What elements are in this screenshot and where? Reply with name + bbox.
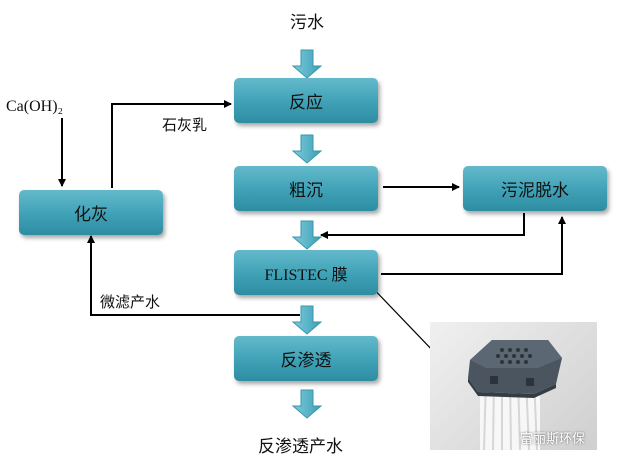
calcium-hydroxide-label: Ca(OH)₂ bbox=[6, 98, 64, 115]
membrane-module-illustration bbox=[468, 340, 562, 450]
ro-product-water-label: 反渗透产水 bbox=[258, 437, 343, 457]
membrane-box: FLISTEC 膜 bbox=[234, 250, 378, 295]
sludge-dewatering-box: 污泥脱水 bbox=[463, 166, 607, 211]
arrow-lime-milk-to-reaction bbox=[111, 100, 232, 188]
lime-milk-label: 石灰乳 bbox=[162, 116, 208, 134]
flow-arrow-settling-to-membrane bbox=[291, 220, 323, 250]
flow-arrow-sewage-to-reaction bbox=[291, 49, 323, 79]
flow-arrow-membrane-to-ro bbox=[291, 305, 323, 335]
arrow-membrane-to-dewatering bbox=[381, 216, 566, 275]
reverse-osmosis-box: 反渗透 bbox=[234, 336, 378, 381]
watermark-text: 富丽斯环保 bbox=[520, 432, 586, 447]
arrow-dewatering-filtrate-return bbox=[320, 213, 525, 239]
module-head bbox=[468, 340, 562, 398]
flow-arrow-ro-to-product bbox=[291, 389, 323, 419]
flow-arrow-reaction-to-settling bbox=[291, 134, 323, 164]
sewage-label: 污水 bbox=[290, 13, 324, 33]
arrow-mf-water-to-lime-prep bbox=[87, 235, 300, 316]
membrane-module-photo bbox=[430, 322, 597, 450]
coarse-settling-box: 粗沉 bbox=[234, 166, 378, 211]
lime-preparation-box: 化灰 bbox=[19, 190, 163, 235]
reaction-box: 反应 bbox=[234, 78, 378, 123]
mf-product-water-label: 微滤产水 bbox=[100, 293, 161, 311]
